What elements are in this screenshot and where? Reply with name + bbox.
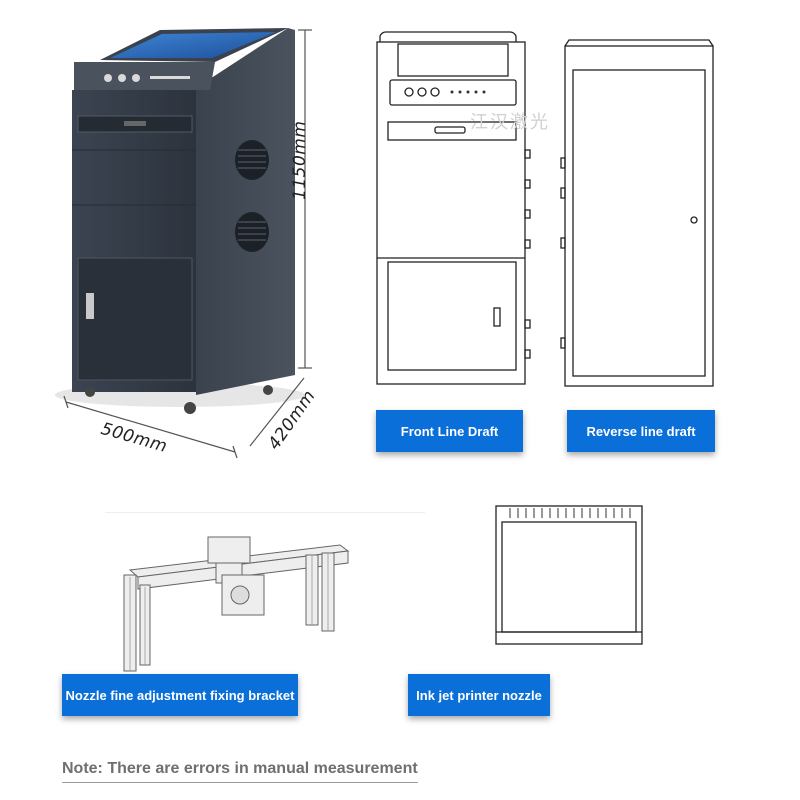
cabinet-illustration [55,28,312,459]
cabinet-side [196,28,295,395]
screen [110,32,276,58]
dimension-lines [63,29,312,459]
lower-door [77,257,193,381]
height-dimension: 1150mm [290,120,310,200]
divider [105,512,425,513]
ink-jet-nozzle-label: Ink jet printer nozzle [408,674,550,716]
nozzle-bracket-drawing [123,536,350,672]
front-line-draft-label: Front Line Draft [376,410,523,452]
measurement-note: Note: There are errors in manual measure… [62,760,418,783]
reverse-line-draft-drawing [560,39,714,387]
casters [85,385,273,414]
reverse-line-draft-label: Reverse line draft [567,410,715,452]
ink-jet-nozzle-drawing [495,505,643,645]
door-handle [86,293,94,319]
nozzle-bracket-label: Nozzle fine adjustment fixing bracket [62,674,298,716]
watermark: 江汉激光 [470,112,550,133]
control-panel [74,62,215,90]
front-line-draft-drawing [376,31,531,385]
